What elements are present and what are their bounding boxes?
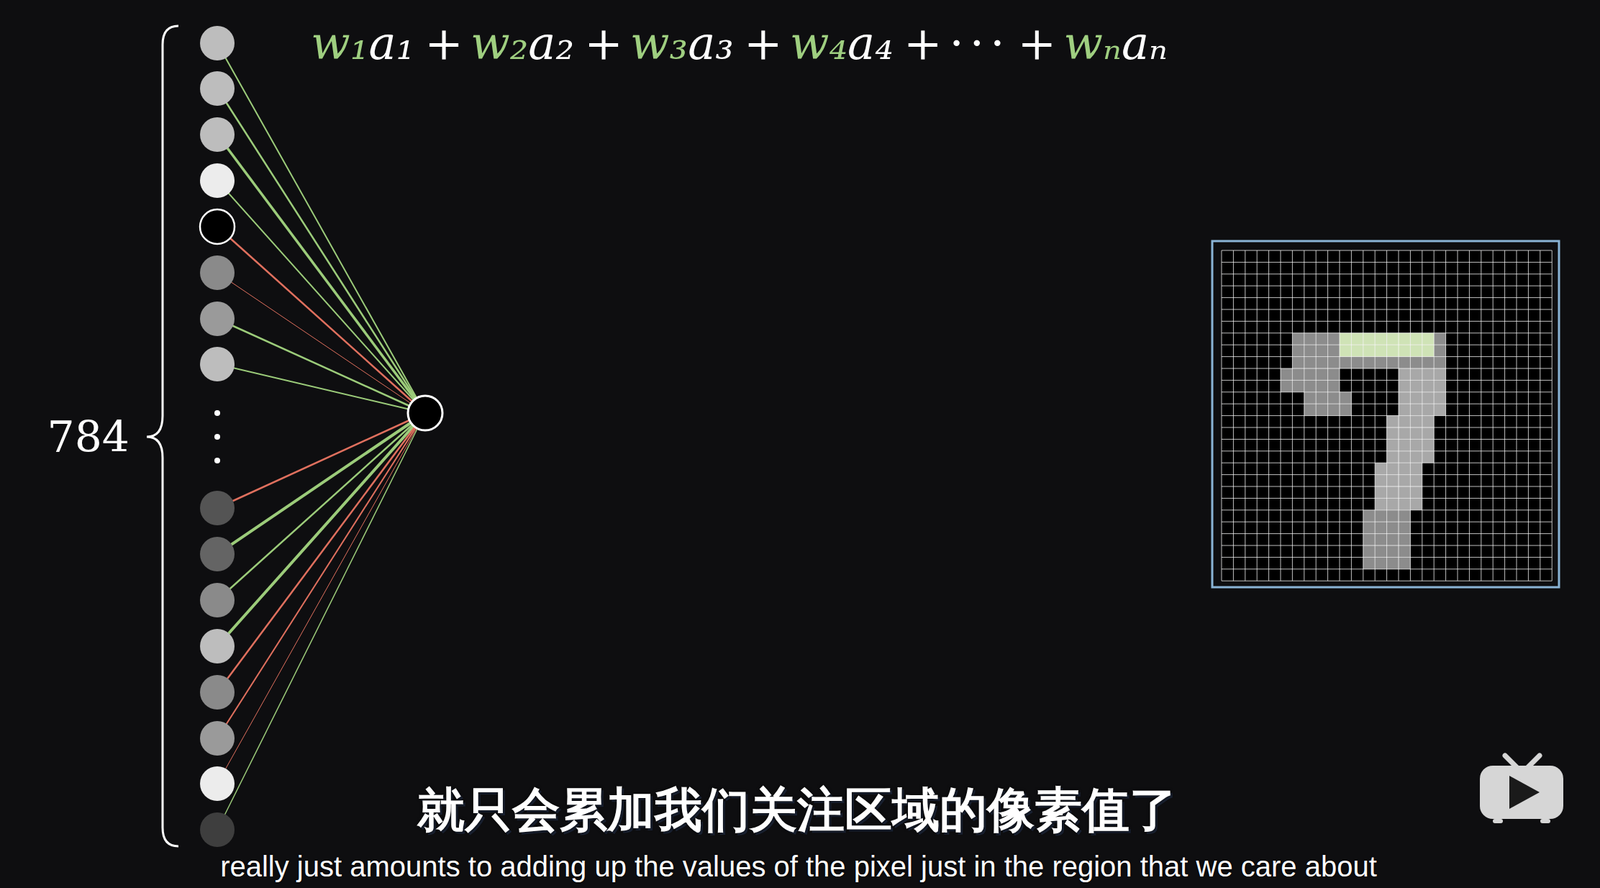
grid-frame (1212, 241, 1559, 588)
input-neuron (200, 536, 235, 572)
weight-line (217, 412, 426, 784)
weight-line (217, 134, 426, 413)
input-neuron (200, 720, 235, 756)
weight-line (217, 318, 426, 413)
input-neuron (200, 71, 235, 106)
weight-term: w₃ (630, 15, 688, 72)
bilibili-icon (1479, 755, 1564, 824)
plus-sign: + (584, 15, 624, 72)
weight-term: wₙ (1063, 15, 1122, 72)
subtitle-chinese: 就只会累加我们关注区域的像素值了 (417, 781, 1177, 839)
activation-term: a₂ (528, 15, 575, 72)
weight-term: w₄ (789, 15, 848, 72)
weight-line (217, 226, 426, 413)
ellipsis: ··· (949, 15, 1011, 72)
weight-lines (217, 43, 426, 830)
count-label: 784 (46, 415, 130, 459)
activation-term: a₄ (847, 15, 894, 72)
input-neurons (200, 25, 235, 847)
input-neuron (200, 766, 235, 801)
input-neuron (200, 812, 235, 847)
weight-line (217, 88, 426, 413)
weight-term: w₁ (310, 15, 369, 72)
weight-line (217, 412, 426, 600)
input-neuron (200, 674, 235, 710)
plus-sign: + (1017, 15, 1057, 72)
weight-line (217, 412, 426, 554)
activation-term: a₁ (368, 15, 415, 72)
weight-line (217, 43, 426, 413)
weight-line (217, 412, 426, 647)
weight-line (217, 180, 426, 413)
input-neuron (200, 582, 235, 618)
input-neuron (200, 490, 235, 526)
activation-term: a₃ (687, 15, 734, 72)
weight-line (217, 412, 426, 693)
input-neuron (200, 163, 235, 198)
pixel-grid (1221, 250, 1552, 581)
input-neuron (200, 346, 235, 382)
activation-term: aₙ (1121, 15, 1168, 72)
input-neuron (200, 117, 235, 152)
weight-line (217, 272, 426, 413)
weight-line (217, 412, 426, 830)
input-neuron (200, 209, 235, 244)
weighted-sum-formula: w₁a₁+w₂a₂+w₃a₃+w₄a₄+···+wₙaₙ (310, 15, 1171, 72)
plus-sign: + (903, 15, 943, 72)
curly-brace (146, 25, 179, 847)
plus-sign: + (743, 15, 783, 72)
weight-term: w₂ (470, 15, 529, 72)
weight-line (217, 412, 426, 739)
input-neuron (200, 255, 235, 290)
ellipsis-dots (214, 410, 221, 464)
subtitle-english: really just amounts to adding up the val… (220, 850, 1377, 883)
input-neuron (200, 628, 235, 664)
input-neuron (200, 25, 235, 61)
plus-sign: + (424, 15, 464, 72)
input-neuron (200, 301, 235, 336)
output-neuron (407, 395, 443, 431)
weight-line (217, 364, 426, 413)
